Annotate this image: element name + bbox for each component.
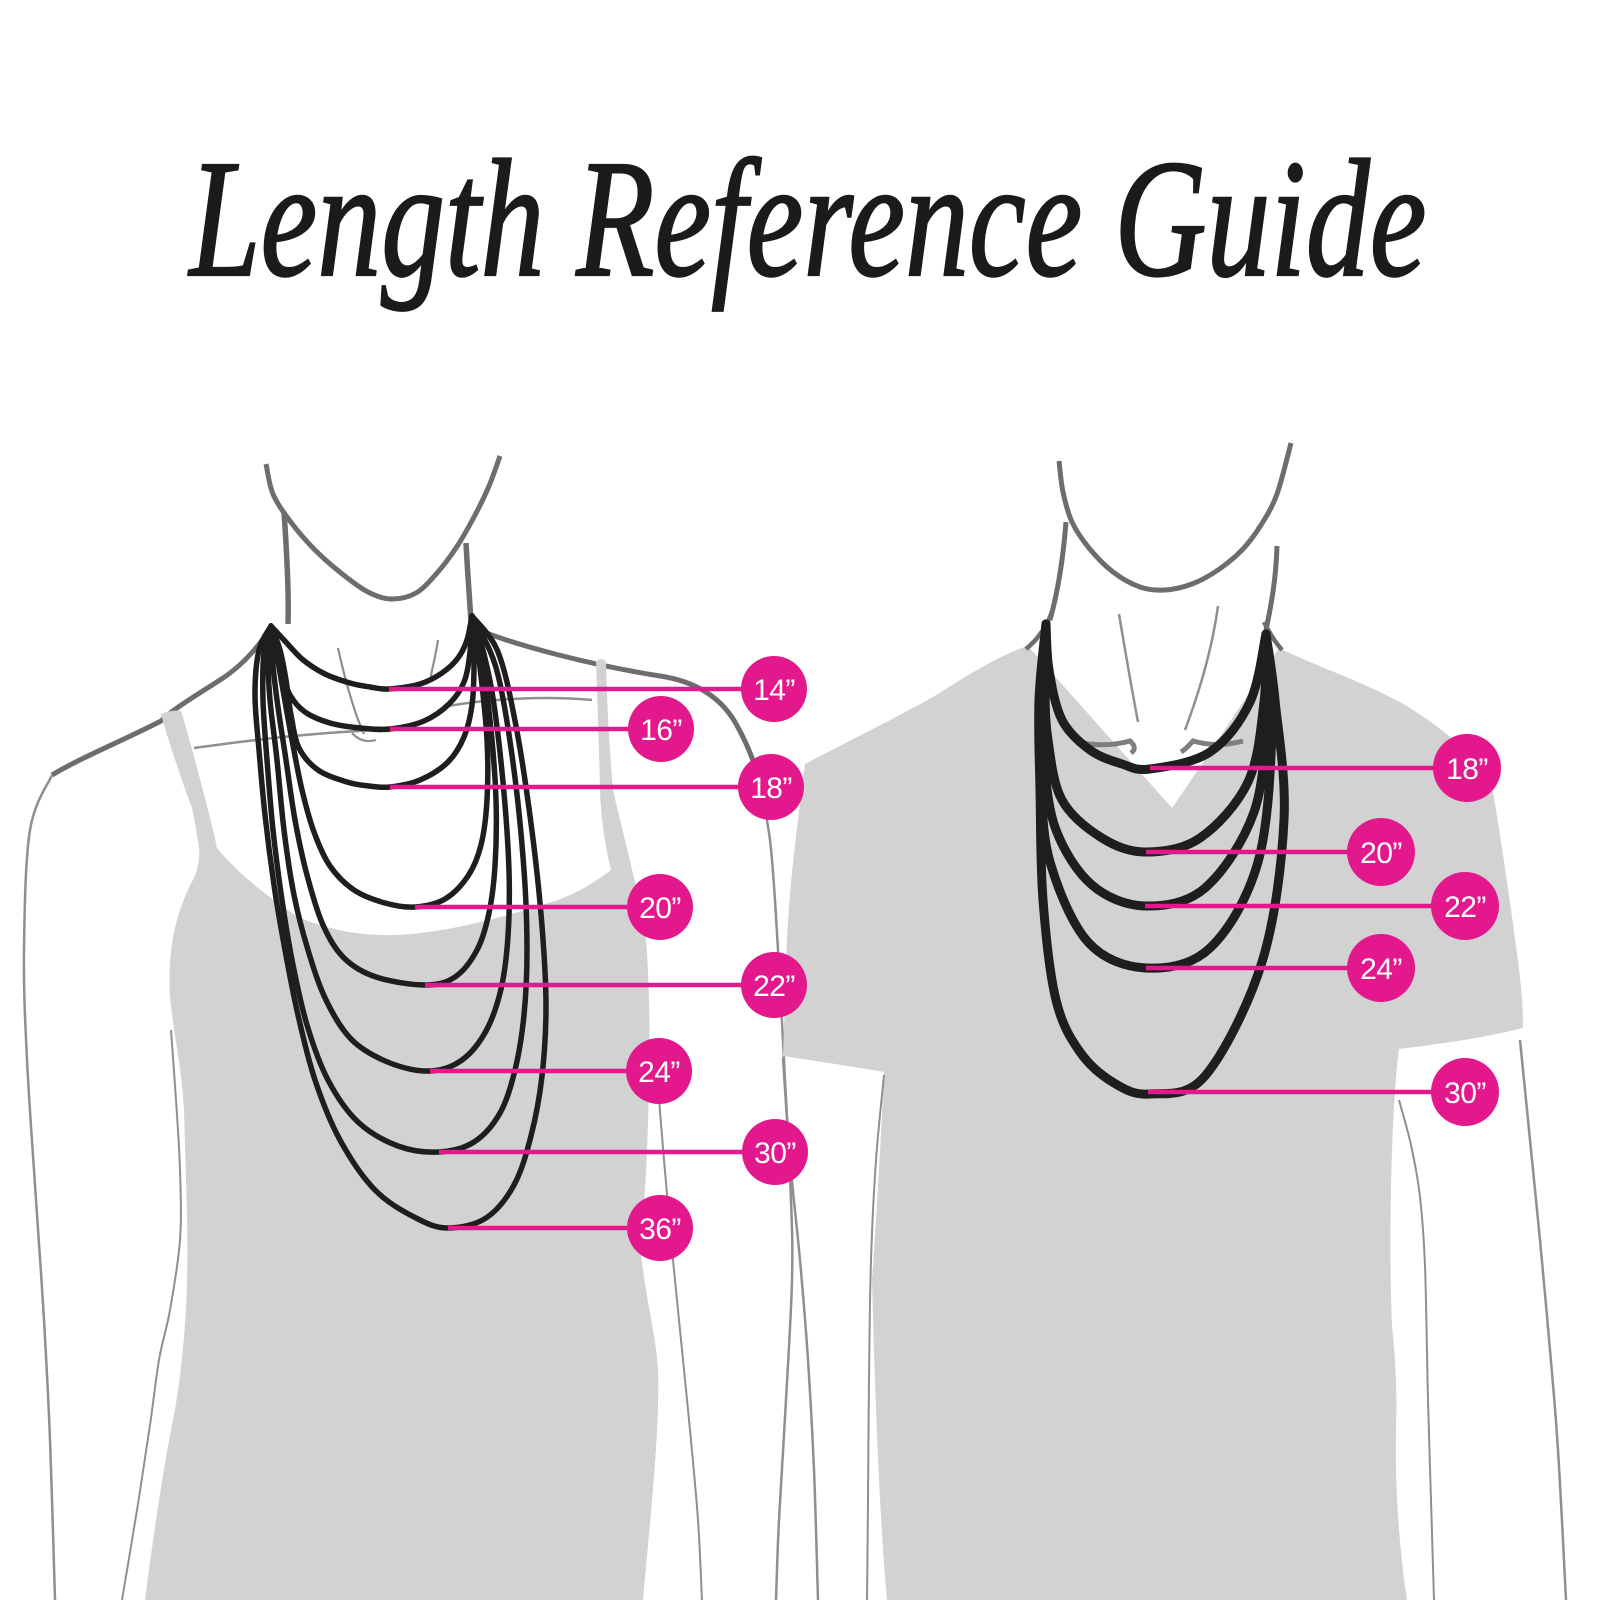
svg-text:36”: 36” [639,1213,681,1246]
svg-text:20”: 20” [1360,837,1402,870]
svg-text:30”: 30” [754,1137,796,1170]
svg-text:16”: 16” [640,714,682,747]
svg-text:30”: 30” [1444,1077,1486,1110]
svg-text:22”: 22” [753,970,795,1003]
svg-text:20”: 20” [639,892,681,925]
svg-text:24”: 24” [638,1056,680,1089]
svg-text:18”: 18” [1446,753,1488,786]
svg-text:22”: 22” [1444,891,1486,924]
svg-text:14”: 14” [753,674,795,707]
svg-text:24”: 24” [1360,953,1402,986]
svg-text:18”: 18” [750,772,792,805]
svg-text:Length Reference Guide: Length Reference Guide [188,126,1427,312]
